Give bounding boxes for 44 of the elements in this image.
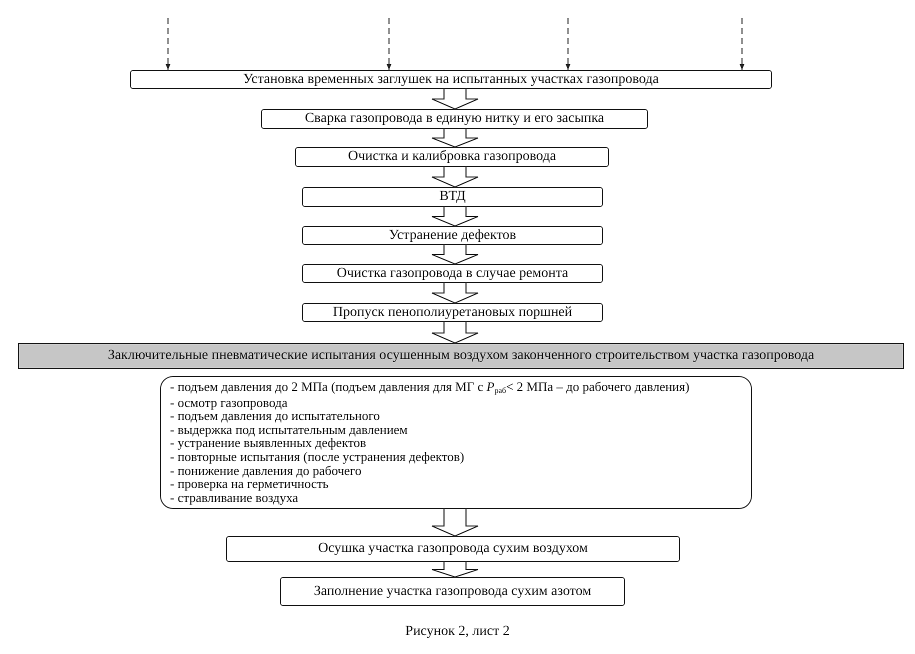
- list-item: - повторные испытания (после устранения дефектов): [170, 450, 464, 464]
- steps-box: [160, 376, 752, 509]
- dashed-arrow: [386, 18, 392, 70]
- process-box: [302, 303, 603, 322]
- list-item: - устранение выявленных дефектов: [170, 436, 366, 450]
- process-box: [130, 70, 772, 89]
- figure-caption: Рисунок 2, лист 2: [405, 624, 510, 639]
- box-label: Очистка и калибровка газопровода: [348, 149, 556, 165]
- block-arrow: [431, 321, 479, 344]
- dashed-arrow: [740, 18, 744, 70]
- block-arrow: [431, 244, 479, 265]
- block-arrow: [431, 561, 479, 578]
- process-box: [302, 187, 603, 207]
- dashed-arrow: [166, 18, 170, 70]
- box-label: Очистка газопровода в случае ремонта: [336, 266, 568, 282]
- list-item: - стравливание воздуха: [170, 490, 298, 504]
- process-box: [302, 264, 603, 283]
- block-arrow: [431, 282, 479, 304]
- block-arrow: [431, 206, 479, 227]
- block-arrow: [431, 128, 479, 148]
- list-item: - подъем давления до 2 МПа (подъем давления для МГ с P$_{раб}$< 2 МПа – до рабочего давления): [170, 380, 690, 396]
- box-label: Осушка участка газопровода сухим воздухом: [318, 541, 588, 557]
- stage-band: [18, 343, 904, 369]
- box-label: Сварка газопровода в единую нитку и его засыпка: [304, 111, 604, 127]
- box-label: Пропуск пенополиуретановых поршней: [332, 304, 572, 320]
- list-item: - выдержка под испытательным давлением: [170, 422, 408, 436]
- block-arrow: [431, 166, 479, 188]
- box-label: Заполнение участка газопровода сухим азотом: [314, 584, 592, 600]
- process-box: [226, 536, 680, 562]
- process-box: [302, 226, 603, 245]
- process-box: [261, 109, 648, 129]
- process-box: [280, 577, 625, 606]
- box-label: ВТД: [439, 189, 466, 205]
- list-item: - осмотр газопровода: [170, 396, 288, 410]
- block-arrow: [431, 508, 479, 537]
- box-label: Заключительные пневматические испытания осушенным воздухом законченного строительством участка газопровода: [108, 348, 814, 364]
- list-item: - подъем давления до испытательного: [170, 409, 380, 423]
- process-box: [295, 147, 609, 167]
- block-arrow: [431, 88, 479, 110]
- list-item: - понижение давления до рабочего: [170, 464, 362, 478]
- list-item: - проверка на герметичность: [170, 477, 329, 491]
- dashed-arrow: [566, 18, 570, 70]
- box-label: Установка временных заглушек на испытанных участках газопровода: [243, 72, 659, 88]
- box-label: Устранение дефектов: [388, 228, 516, 244]
